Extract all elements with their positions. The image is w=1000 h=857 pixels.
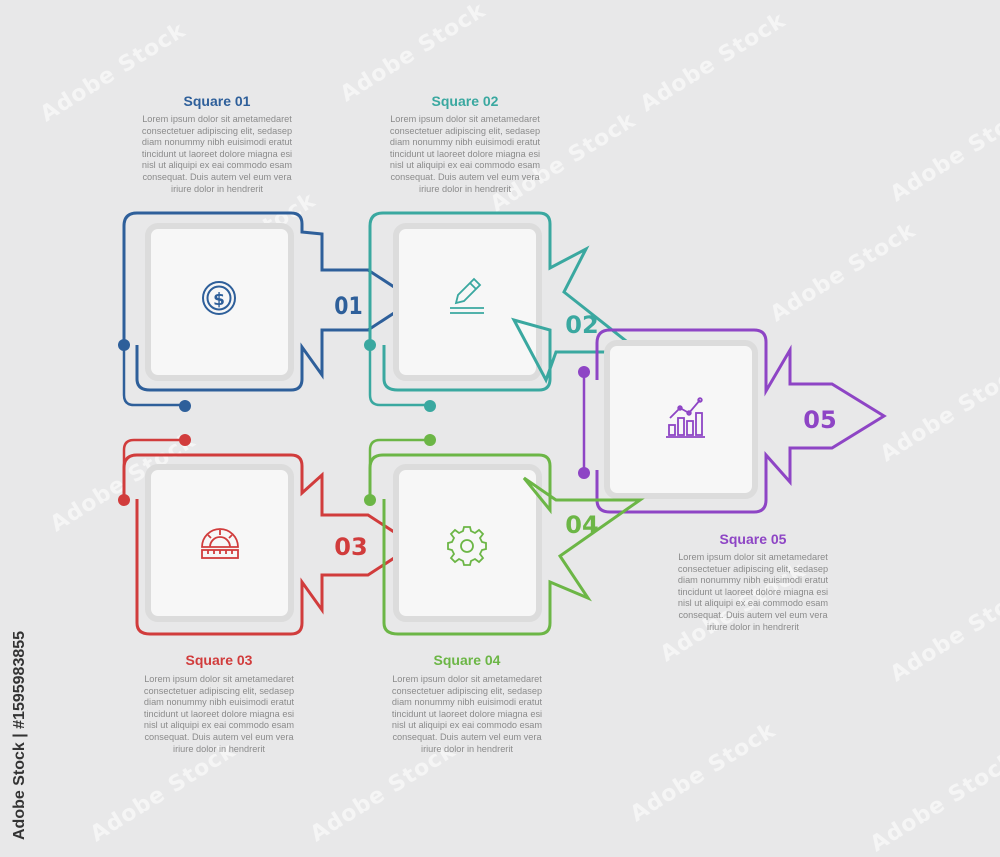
body-line: iriure dolor in hendrerit	[173, 743, 265, 754]
step-4-dot-top	[424, 434, 436, 446]
body-line: tincidunt ut laoreet dolore miagna esi	[391, 708, 543, 719]
step-2-dot-top	[364, 339, 376, 351]
bar-chart-icon	[666, 397, 705, 438]
step-5-description: Lorem ipsum dolor sit ametamedaret conse…	[658, 552, 848, 633]
body-line: Lorem ipsum dolor sit ametamedaret	[678, 552, 828, 562]
body-line: tincidunt ut laoreet dolore miagna esi	[143, 708, 295, 719]
dollar-sign: $	[213, 290, 225, 310]
step-3-description: Lorem ipsum dolor sit ametamedaret conse…	[124, 674, 314, 755]
step-4-dot-bottom	[364, 494, 376, 506]
step-2: 02	[364, 211, 645, 412]
step-2-title: Square 02	[431, 93, 499, 109]
body-line: consectetuer adipiscing elit, sedasep	[391, 685, 543, 696]
body-line: nisl ut aliquipi ex eai commodo esam	[141, 160, 293, 171]
step-1-description: Lorem ipsum dolor sit ametamedaret conse…	[122, 114, 312, 195]
step-1-title: Square 01	[183, 93, 251, 109]
body-line: consequat. Duis autem vel eum vera	[678, 609, 828, 620]
protractor-icon	[201, 528, 239, 559]
step-2-dot-bottom	[424, 400, 436, 412]
step-5: 05	[578, 328, 887, 514]
step-2-card	[393, 223, 542, 381]
step-1-dot-bottom	[179, 400, 191, 412]
body-line: iriure dolor in hendrerit	[707, 621, 799, 632]
body-line: iriure dolor in hendrerit	[419, 183, 511, 194]
body-line: tincidunt ut laoreet dolore miagna esi	[389, 148, 541, 159]
step-3-dot-top	[179, 434, 191, 446]
body-line: consequat. Duis autem vel eum vera	[390, 171, 540, 182]
body-line: consectetuer adipiscing elit, sedasep	[677, 563, 829, 574]
step-3: 03	[118, 434, 417, 636]
body-line: consectetuer adipiscing elit, sedasep	[143, 685, 295, 696]
body-line: consequat. Duis autem vel eum vera	[144, 731, 294, 742]
body-line: Lorem ipsum dolor sit ametamedaret	[144, 674, 294, 684]
step-4-card	[393, 464, 542, 622]
body-line: consectetuer adipiscing elit, sedasep	[389, 125, 541, 136]
step-4-number: 04	[565, 511, 598, 539]
body-line: consequat. Duis autem vel eum vera	[142, 171, 292, 182]
step-5-number: 05	[803, 406, 836, 434]
step-1-number: 01	[334, 292, 362, 320]
stock-id-text: Adobe Stock | #1595983855	[11, 631, 28, 840]
body-line: tincidunt ut laoreet dolore miagna esi	[677, 586, 829, 597]
pencil-icon	[450, 277, 484, 314]
body-line: diam nonummy nibh euisimodi eratut	[141, 137, 293, 148]
body-line: diam nonummy nibh euisimodi eratut	[391, 697, 543, 708]
body-line: tincidunt ut laoreet dolore miagna esi	[141, 148, 293, 159]
body-line: nisl ut aliquipi ex eai commodo esam	[143, 720, 295, 731]
body-line: nisl ut aliquipi ex eai commodo esam	[389, 160, 541, 171]
step-4-title: Square 04	[433, 652, 501, 668]
gear-icon	[447, 526, 487, 566]
step-5-card	[604, 340, 758, 499]
body-line: diam nonummy nibh euisimodi eratut	[677, 575, 829, 586]
body-line: Lorem ipsum dolor sit ametamedaret	[142, 114, 292, 124]
step-5-dot-bottom	[578, 467, 590, 479]
body-line: iriure dolor in hendrerit	[421, 743, 513, 754]
body-line: diam nonummy nibh euisimodi eratut	[389, 137, 541, 148]
stock-id-label: Adobe Stock | #1595983855	[11, 631, 28, 840]
step-5-outline	[595, 328, 887, 514]
step-5-title: Square 05	[719, 531, 787, 547]
dollar-coin-icon	[202, 281, 236, 315]
step-1-dot-top	[118, 339, 130, 351]
body-line: Lorem ipsum dolor sit ametamedaret	[390, 114, 540, 124]
step-3-title: Square 03	[185, 652, 253, 668]
body-line: nisl ut aliquipi ex eai commodo esam	[391, 720, 543, 731]
step-3-dot-bottom	[118, 494, 130, 506]
step-3-card	[145, 464, 294, 622]
step-3-number: 03	[334, 533, 367, 561]
body-line: consequat. Duis autem vel eum vera	[392, 731, 542, 742]
body-line: consectetuer adipiscing elit, sedasep	[141, 125, 293, 136]
body-line: iriure dolor in hendrerit	[171, 183, 263, 194]
step-2-number: 02	[565, 311, 598, 339]
body-line: diam nonummy nibh euisimodi eratut	[143, 697, 295, 708]
step-1-card	[145, 223, 294, 381]
body-line: Lorem ipsum dolor sit ametamedaret	[392, 674, 542, 684]
step-4-outline	[368, 453, 645, 636]
step-4: 04	[364, 434, 645, 636]
step-2-description: Lorem ipsum dolor sit ametamedaret conse…	[370, 114, 560, 195]
step-1: $ 01	[118, 211, 417, 412]
step-4-description: Lorem ipsum dolor sit ametamedaret conse…	[372, 674, 562, 755]
step-5-dot-top	[578, 366, 590, 378]
body-line: nisl ut aliquipi ex eai commodo esam	[677, 598, 829, 609]
